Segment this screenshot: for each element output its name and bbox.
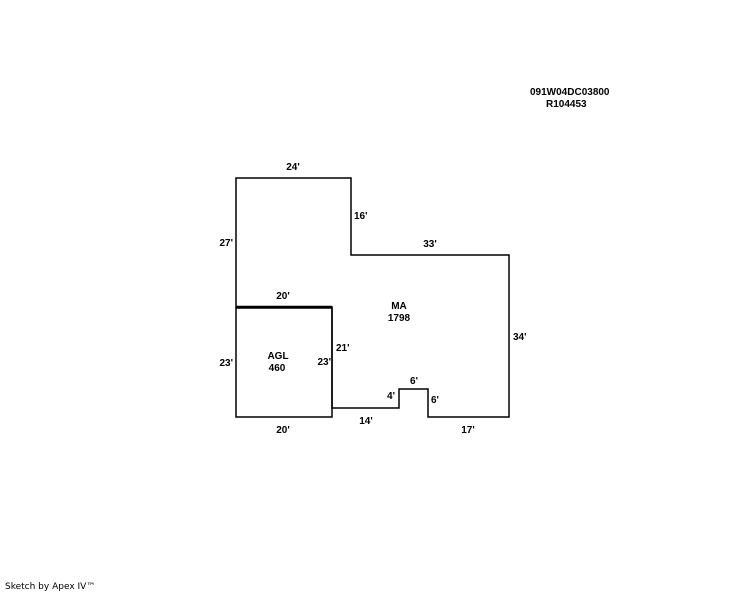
dim-agl-left: 23' (219, 358, 233, 369)
dim-ma-bottom-left: 14' (359, 416, 373, 427)
dim-ma-inner-left: 21' (336, 343, 350, 354)
main-area-size: 1798 (388, 313, 411, 324)
parcel-id: 091W04DC03800 (530, 87, 610, 98)
dim-ma-bottom-right: 17' (461, 425, 475, 436)
property-identifiers: 091W04DC03800 R104453 (530, 87, 610, 111)
dim-ma-notch-top: 6' (410, 376, 418, 387)
sketch-credit: Sketch by Apex IV™ (5, 582, 96, 592)
garage-area-size: 460 (269, 363, 286, 374)
dim-ma-notch-right: 6' (431, 395, 439, 406)
garage-area-code: AGL (267, 351, 288, 362)
dim-ma-left: 27' (219, 238, 233, 249)
dim-ma-notch-left: 4' (387, 391, 395, 402)
account-id: R104453 (546, 99, 587, 110)
dim-agl-right: 23' (317, 357, 331, 368)
main-area-code: MA (391, 301, 407, 312)
dim-agl-top: 20' (276, 291, 290, 302)
dim-ma-top: 24' (286, 162, 300, 173)
dim-agl-bottom: 20' (276, 425, 290, 436)
dim-ma-right: 34' (513, 332, 527, 343)
dim-ma-step-down: 16' (354, 211, 368, 222)
dim-ma-step-top: 33' (423, 239, 437, 250)
